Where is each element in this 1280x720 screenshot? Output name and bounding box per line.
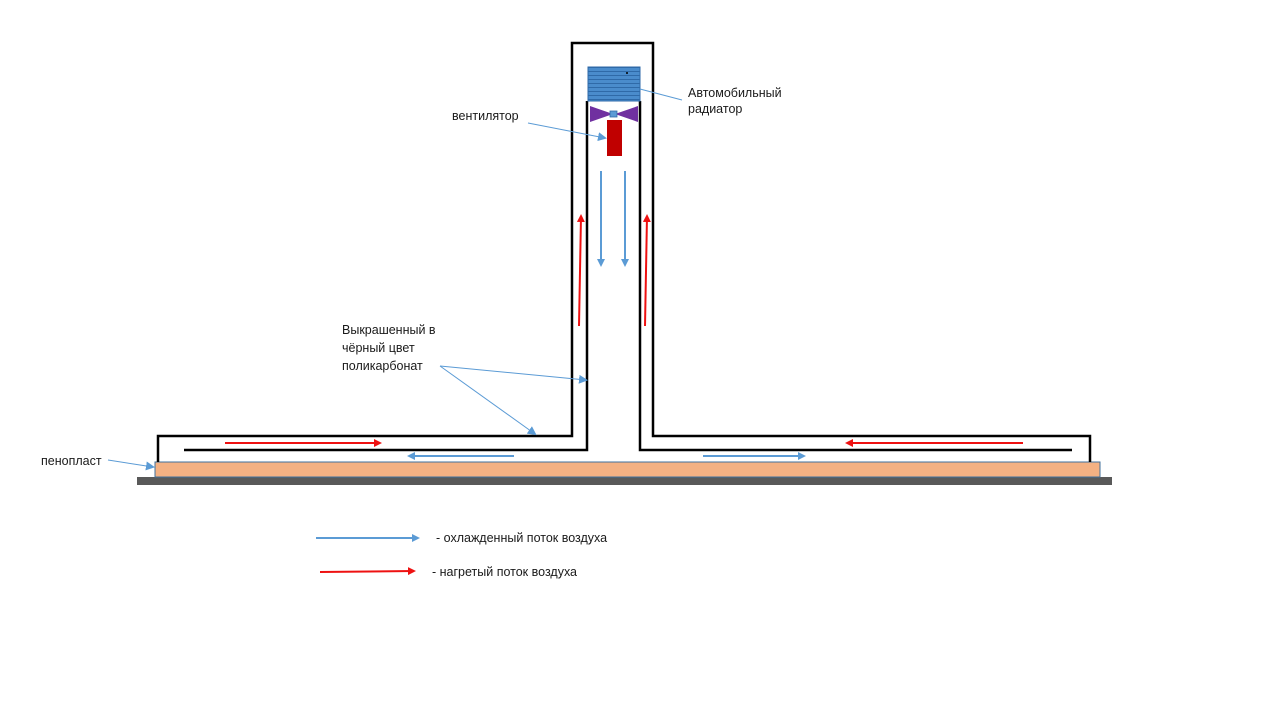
fan-hub	[609, 110, 618, 118]
fan	[590, 106, 638, 156]
legend-cold-text: - охлажденный поток воздуха	[436, 531, 608, 545]
car-radiator	[587, 66, 641, 102]
legend-hot-arrow	[319, 567, 416, 576]
radiator-label: Автомобильный радиатор	[688, 85, 782, 117]
base-ground	[137, 477, 1112, 485]
foam-insulation	[154, 461, 1101, 478]
fan-leader	[527, 122, 607, 142]
polycarbonate-label-line-2: чёрный цвет	[342, 341, 415, 355]
chimney-hot-arrow-right	[642, 214, 651, 327]
inner-wall-right	[638, 101, 1072, 452]
fan-label: вентилятор	[452, 109, 519, 123]
fan-blade-right	[615, 106, 638, 122]
chimney-hot-arrow-left	[576, 214, 585, 327]
polycarbonate-label: Выкрашенный в чёрный цвет поликарбонат	[342, 321, 436, 375]
polycarbonate-label-line-1: Выкрашенный в	[342, 323, 436, 337]
foam-leader	[107, 459, 155, 471]
polycarbonate-leader-2	[439, 365, 537, 436]
radiator-label-line-1: Автомобильный	[688, 86, 782, 100]
radiator-leader	[639, 88, 683, 101]
radiator-label-line-2: радиатор	[688, 102, 743, 116]
legend-hot-text: - нагретый поток воздуха	[432, 565, 578, 579]
foam-label: пенопласт	[41, 454, 102, 468]
outer-polycarbonate-wall	[156, 41, 1092, 462]
polycarbonate-leader-1	[439, 365, 588, 384]
inner-wall-left	[184, 101, 589, 452]
fan-motor	[607, 120, 622, 156]
fan-blade-left	[590, 106, 613, 122]
polycarbonate-label-line-3: поликарбонат	[342, 359, 423, 373]
